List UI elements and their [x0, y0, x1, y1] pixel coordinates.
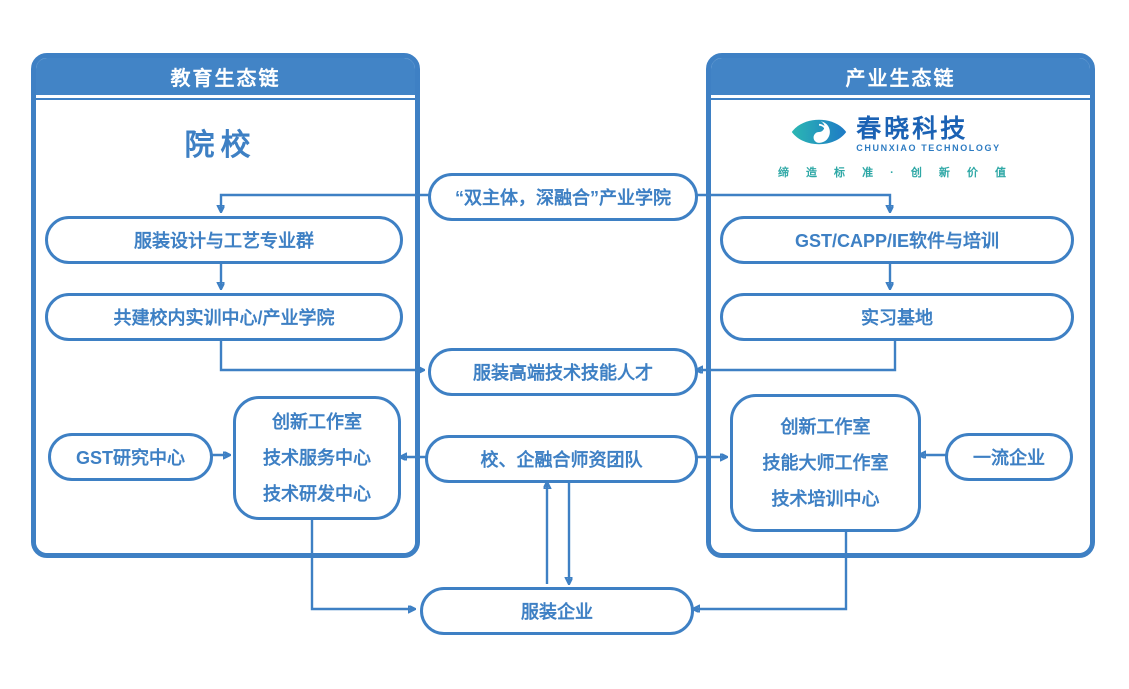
pill-top-enterprise: 一流企业 [945, 433, 1073, 481]
pill-garment-enterprise: 服装企业 [420, 587, 694, 635]
arrow-left-centers-to-garment [310, 514, 414, 609]
arrow-right-centers-to-garment [694, 527, 848, 609]
left-centers-line-3: 技术研发中心 [263, 484, 371, 504]
arrow-college-to-software-training [688, 193, 890, 211]
pill-software-training: GST/CAPP/IE软件与培训 [720, 216, 1074, 264]
pill-gst-research-center: GST研究中心 [48, 433, 213, 481]
logo-name-en: CHUNXIAO TECHNOLOGY [856, 143, 1001, 153]
logo-name-cn: 春晓科技 [856, 115, 969, 143]
right-centers-line-2: 技能大师工作室 [762, 453, 889, 473]
pill-industry-college: “双主体，深融合”产业学院 [428, 173, 698, 221]
logo-tagline: 缔 造 标 准 · 创 新 价 值 [777, 167, 1014, 179]
right-centers-line-3: 技术培训中心 [771, 489, 880, 509]
education-chain-header-label: 教育生态链 [170, 68, 281, 90]
education-chain-header: 教育生态链 [36, 58, 415, 98]
left-centers-line-2: 技术服务中心 [263, 448, 371, 468]
right-centers-box: 创新工作室 技能大师工作室 技术培训中心 [730, 394, 921, 532]
right-centers-line-1: 创新工作室 [780, 417, 871, 437]
left-centers-line-1: 创新工作室 [272, 412, 362, 432]
pill-internship-base: 实习基地 [720, 293, 1074, 341]
industry-chain-header-label: 产业生态链 [845, 68, 956, 90]
arrow-internship-base-to-talent [697, 338, 897, 370]
colleges-title: 院校 [184, 129, 257, 162]
pill-major-group: 服装设计与工艺专业群 [45, 216, 403, 264]
pill-talent: 服装高端技术技能人才 [428, 348, 698, 396]
pill-training-center: 共建校内实训中心/产业学院 [45, 293, 403, 341]
pill-faculty-team: 校、企融合师资团队 [425, 435, 698, 483]
arrow-college-to-major-group [221, 193, 432, 211]
arrow-training-center-to-talent [219, 338, 423, 370]
industry-chain-header: 产业生态链 [711, 58, 1090, 98]
chunxiao-logo-icon [790, 112, 848, 157]
chunxiao-logo: 春晓科技 CHUNXIAO TECHNOLOGY 缔 造 标 准 · 创 新 价… [706, 112, 1085, 180]
left-centers-box: 创新工作室 技术服务中心 技术研发中心 [233, 396, 401, 520]
